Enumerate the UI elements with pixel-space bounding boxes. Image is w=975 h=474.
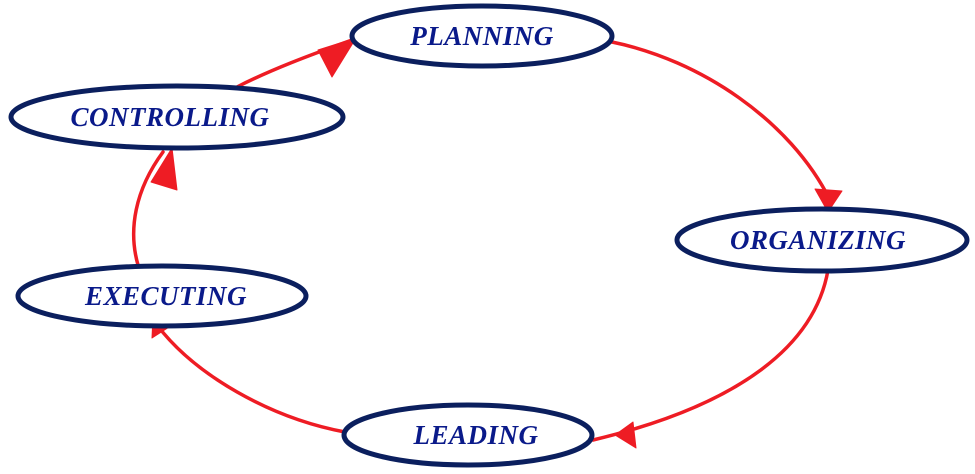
node-leading-label: LEADING — [412, 420, 538, 450]
node-planning: PLANNING — [349, 3, 615, 69]
node-planning-label: PLANNING — [409, 21, 554, 51]
arc-leading-to-executing — [155, 323, 347, 434]
node-organizing: ORGANIZING — [674, 206, 970, 274]
node-executing-ellipse — [15, 263, 309, 329]
node-leading: LEADING — [341, 402, 595, 468]
node-controlling: CONTROLLING — [8, 83, 346, 151]
node-organizing-label: ORGANIZING — [730, 225, 906, 255]
arrowhead-into-organizing — [814, 188, 843, 213]
node-planning-ellipse — [349, 3, 615, 69]
arrowhead-into-planning — [317, 37, 357, 78]
node-controlling-label: CONTROLLING — [71, 102, 270, 132]
node-executing: EXECUTING — [15, 263, 309, 329]
arc-organizing-to-leading — [591, 268, 830, 442]
node-leading-ellipse — [341, 402, 595, 468]
arrowhead-into-leading — [614, 421, 637, 449]
node-controlling-ellipse — [8, 83, 346, 151]
arrowhead-into-controlling — [150, 147, 178, 191]
node-executing-label: EXECUTING — [84, 281, 247, 311]
node-organizing-ellipse — [674, 206, 970, 274]
arc-executing-to-controlling — [132, 150, 165, 267]
arc-planning-to-organizing — [610, 40, 832, 202]
